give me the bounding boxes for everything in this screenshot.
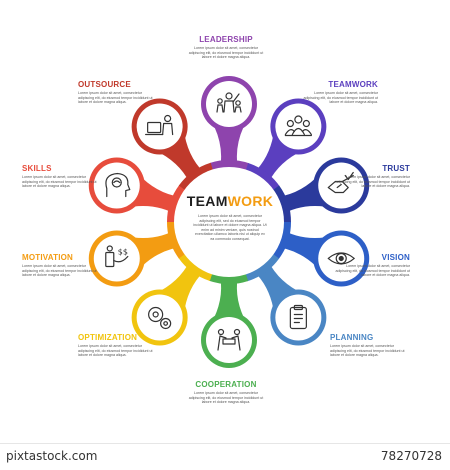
footer-bar: pixtastock.com 78270728 — [0, 443, 450, 470]
cooperation-title: COOPERATION — [195, 380, 257, 389]
node-face-planning — [275, 294, 322, 341]
outsource-text: Lorem ipsum dolor sit amet, consectetur … — [78, 91, 153, 105]
vision-text: Lorem ipsum dolor sit amet, consectetur … — [335, 264, 410, 278]
node-motivation: $$ — [88, 230, 145, 287]
planning-text: Lorem ipsum dolor sit amet, consectetur … — [330, 344, 405, 358]
node-leadership — [201, 76, 257, 132]
gears-icon — [148, 306, 172, 330]
outsource-title: OUTSOURCE — [78, 80, 131, 89]
label-optimization: OPTIMIZATION Lorem ipsum dolor sit amet,… — [78, 333, 158, 358]
label-motivation: MOTIVATION Lorem ipsum dolor sit amet, c… — [22, 253, 102, 278]
node-planning — [270, 289, 327, 346]
leadership-text: Lorem ipsum dolor sit amet, consectetur … — [188, 46, 264, 60]
trust-text: Lorem ipsum dolor sit amet, consectetur … — [335, 175, 410, 189]
ring-segment-planning — [244, 253, 280, 282]
handshake-icon — [327, 171, 354, 194]
node-face-motivation — [93, 235, 140, 282]
optimization-title: OPTIMIZATION — [78, 333, 138, 342]
node-teamwork — [270, 98, 327, 155]
label-cooperation: COOPERATION Lorem ipsum dolor sit amet, … — [186, 380, 266, 405]
ring-segment-leadership — [209, 160, 249, 171]
leadership-icon — [216, 92, 242, 113]
node-face-skills — [93, 162, 140, 209]
node-outsource — [131, 98, 188, 155]
label-outsource: OUTSOURCE Lorem ipsum dolor sit amet, co… — [78, 80, 158, 105]
teamwork-text: Lorem ipsum dolor sit amet, consectetur … — [303, 91, 378, 105]
label-skills: SKILLS Lorem ipsum dolor sit amet, conse… — [22, 164, 102, 189]
trust-title: TRUST — [382, 164, 410, 173]
footer-image-id: 78270728 — [380, 449, 442, 463]
label-planning: PLANNING Lorem ipsum dolor sit amet, con… — [330, 333, 410, 358]
skills-text: Lorem ipsum dolor sit amet, consectetur … — [22, 175, 97, 189]
teamwork-title: TEAMWORK — [328, 80, 378, 89]
ring-segment-vision — [272, 221, 291, 260]
leadership-title: LEADERSHIP — [199, 35, 253, 44]
cooperation-text: Lorem ipsum dolor sit amet, consectetur … — [188, 391, 264, 405]
motivation-text: Lorem ipsum dolor sit amet, consectetur … — [22, 264, 97, 278]
eye-icon — [327, 252, 355, 265]
node-face-cooperation — [206, 317, 252, 363]
center-circle — [174, 167, 284, 277]
node-vision — [313, 230, 370, 287]
label-trust: TRUST Lorem ipsum dolor sit amet, consec… — [330, 164, 410, 189]
optimization-text: Lorem ipsum dolor sit amet, consectetur … — [78, 344, 153, 358]
node-face-leadership — [206, 81, 252, 127]
center-title-part1: TEAM — [186, 193, 228, 209]
ring-segment-skills — [167, 184, 186, 223]
center-text: Lorem ipsum dolor sit amet, consectetur … — [193, 214, 267, 241]
ring-segment-optimization — [178, 252, 213, 281]
node-optimization — [131, 289, 188, 346]
clipboard-icon — [289, 304, 307, 330]
motivation-title: MOTIVATION — [22, 253, 74, 262]
outsource-icon — [145, 114, 174, 136]
label-teamwork: TEAMWORK Lorem ipsum dolor sit amet, con… — [298, 80, 378, 105]
node-skills — [88, 157, 145, 214]
ring-segment-outsource — [178, 162, 214, 191]
vision-title: VISION — [381, 253, 410, 262]
label-leadership: LEADERSHIP Lorem ipsum dolor sit amet, c… — [186, 35, 266, 60]
svg-text:$$: $$ — [118, 247, 128, 256]
node-face-optimization — [136, 294, 183, 341]
label-vision: VISION Lorem ipsum dolor sit amet, conse… — [330, 253, 410, 278]
skills-title: SKILLS — [22, 164, 52, 173]
ring-segment-cooperation — [209, 273, 249, 284]
team-icon — [284, 115, 312, 137]
ring-segment-trust — [272, 185, 291, 223]
node-face-teamwork — [275, 103, 322, 150]
center-ring — [167, 160, 291, 284]
center-title: TEAMWORK — [185, 193, 275, 209]
ring-segment-motivation — [167, 221, 186, 259]
cooperation-icon — [217, 328, 241, 351]
node-cooperation — [201, 312, 257, 368]
planning-title: PLANNING — [330, 333, 374, 342]
ring-segment-teamwork — [245, 163, 280, 192]
node-face-outsource — [136, 103, 183, 150]
center-title-part2: WORK — [227, 193, 274, 209]
teamwork-diagram: $$ — [88, 76, 370, 368]
money-motivation-icon: $$ — [105, 245, 129, 268]
brain-icon — [105, 172, 131, 198]
node-trust — [313, 157, 370, 214]
footer-brand: pixtastock.com — [6, 449, 98, 463]
